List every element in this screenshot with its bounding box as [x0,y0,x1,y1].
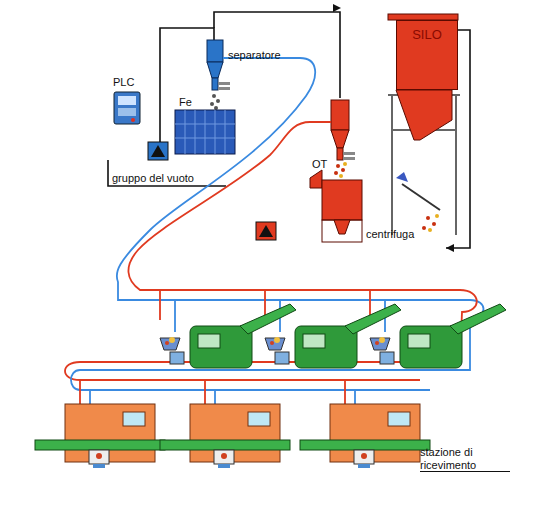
iron-label: Fe [179,96,192,109]
silo-body: SILO [396,20,458,90]
station-label: stazione di ricevimento [420,446,510,472]
plc-label: PLC [113,76,134,89]
separator-label: separatore [228,49,281,62]
vacuum-unit-label: gruppo del vuoto [112,172,194,185]
ot-label: OT [312,158,327,171]
centrifuge-label: centrifuga [366,228,414,241]
node-text: SILO [397,27,457,42]
